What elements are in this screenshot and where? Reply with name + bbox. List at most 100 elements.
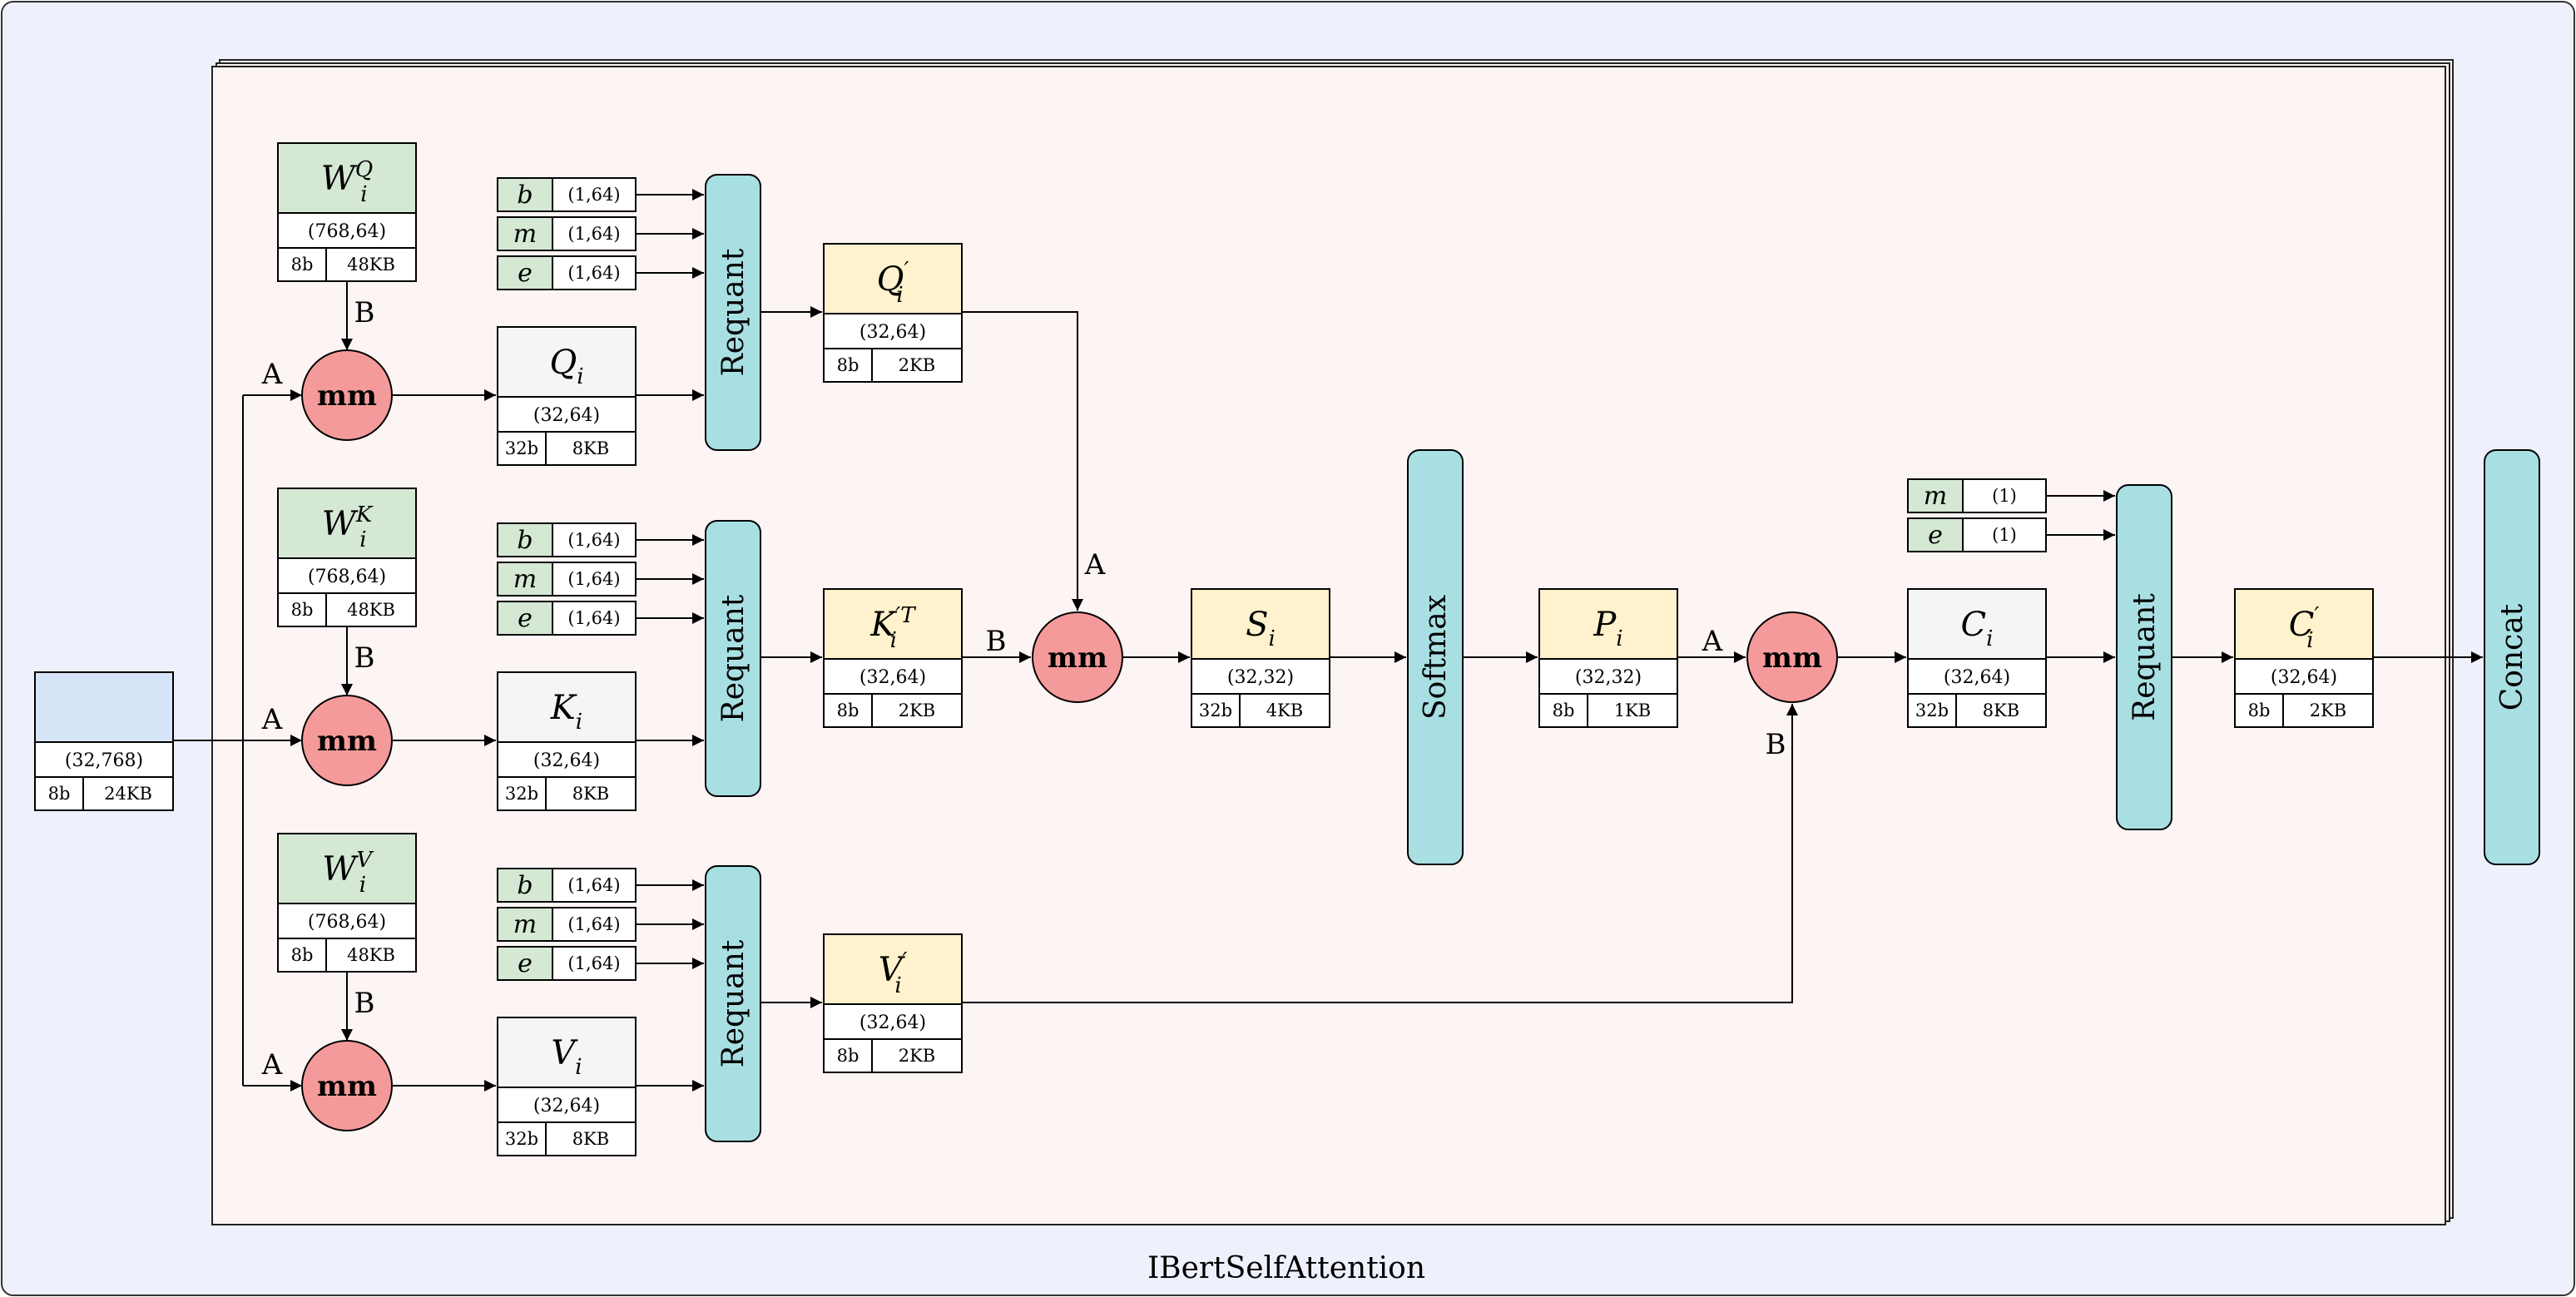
op-label: Requant xyxy=(716,939,751,1067)
tensor-name: C′i xyxy=(2289,603,2320,653)
param-shape: (1,64) xyxy=(567,914,620,934)
tensor-shape: (32,64) xyxy=(533,750,600,771)
tensor-name: Q′i xyxy=(877,258,909,308)
tensor-shape: (32,64) xyxy=(2271,667,2337,688)
requant-k-param-m: m(1,64) xyxy=(497,562,637,597)
tensor-size: 48KB xyxy=(347,255,395,275)
tensor-size: 24KB xyxy=(104,784,152,804)
mm-label: mm xyxy=(317,379,377,413)
tensor-shape: (32,64) xyxy=(859,667,926,688)
tensor-name: Qi xyxy=(549,344,583,389)
tensor-size: 8KB xyxy=(572,438,609,458)
tensor-header xyxy=(823,243,963,314)
tensor-shape: (32,64) xyxy=(1944,667,2010,688)
param-name: m xyxy=(1924,482,1947,511)
tensor-bits: 32b xyxy=(505,438,538,458)
requant-q-param-b: b (1,64) xyxy=(497,177,637,212)
final-param-e: e(1) xyxy=(1907,517,2047,552)
final-param-m: m(1) xyxy=(1907,478,2047,513)
tensor-bits: 8b xyxy=(48,784,71,804)
port-a-v: A xyxy=(261,1048,283,1082)
requant-q-param-e: e(1,64) xyxy=(497,255,637,290)
mm-q-proj: mm xyxy=(301,349,393,441)
param-name: b xyxy=(517,181,533,210)
requant-k-param-b: b(1,64) xyxy=(497,522,637,557)
param-name: m xyxy=(513,910,537,939)
mm-k-proj: mm xyxy=(301,695,393,786)
requant-v-param-m: m (1,64) xyxy=(497,907,637,942)
requant-v-param-b: b(1,64) xyxy=(497,868,637,903)
tensor-shape: (32,32) xyxy=(1575,667,1642,688)
tensor-bits: 32b xyxy=(1199,700,1232,720)
param-shape: (1,64) xyxy=(567,953,620,973)
mm-context: mm xyxy=(1746,611,1838,703)
tensor-size: 8KB xyxy=(1983,700,2019,720)
tensor-header xyxy=(497,1017,637,1088)
requant-v-param-e: e(1,64) xyxy=(497,946,637,981)
q-to-mm-scores xyxy=(962,311,1083,611)
tensor-name: Vi xyxy=(551,1034,582,1080)
concat-op: Concat xyxy=(2484,449,2540,865)
port-a-k: A xyxy=(261,703,283,736)
tensor-name: Ci xyxy=(1961,606,1994,651)
proj-k: Ki (32,64) 32b 8KB xyxy=(497,671,637,811)
tensor-size: 2KB xyxy=(899,1046,935,1066)
tensor-size: 48KB xyxy=(347,945,395,965)
port-b-q: B xyxy=(354,296,375,329)
op-label: Requant xyxy=(716,594,751,722)
port-b-scores: B xyxy=(986,625,1007,658)
param-name: m xyxy=(513,565,537,594)
tensor-size: 4KB xyxy=(1266,700,1303,720)
tensor-bits: 32b xyxy=(505,784,538,804)
tensor-header xyxy=(34,671,174,743)
tensor-bits: 32b xyxy=(1915,700,1949,720)
tensor-bits: 8b xyxy=(1553,700,1575,720)
tensor-bits: 8b xyxy=(837,1046,859,1066)
tensor-shape: (32,768) xyxy=(65,750,143,771)
requant-q: Requant xyxy=(705,174,761,451)
tensor-bits: 8b xyxy=(837,700,859,720)
softmax-op: Softmax xyxy=(1407,449,1464,865)
mm-scores: mm xyxy=(1032,611,1123,703)
tensor-header xyxy=(497,671,637,743)
tensor-header xyxy=(1538,588,1678,660)
port-b-k: B xyxy=(354,641,375,675)
tensor-header xyxy=(277,488,417,559)
tensor-size: 1KB xyxy=(1614,700,1651,720)
param-shape: (1,64) xyxy=(567,224,620,244)
mm-label: mm xyxy=(317,725,377,758)
param-shape: (1,64) xyxy=(567,185,620,205)
tensor-size: 8KB xyxy=(572,784,609,804)
mm-label: mm xyxy=(1762,641,1822,675)
tensor-shape: (32,64) xyxy=(533,405,600,426)
tensor-header xyxy=(2234,588,2374,660)
tensor-size: 48KB xyxy=(347,600,395,620)
input-tensor: (32,768) 8b 24KB xyxy=(34,671,174,811)
context-tensor: Ci (32,64) 32b 8KB xyxy=(1907,588,2047,728)
tensor-header xyxy=(823,933,963,1005)
tensor-header xyxy=(823,588,963,660)
requant-q-param-m: m (1,64) xyxy=(497,216,637,251)
tensor-bits: 32b xyxy=(505,1129,538,1149)
param-name: m xyxy=(513,220,537,249)
tensor-bits: 8b xyxy=(837,355,859,375)
mm-v-proj: mm xyxy=(301,1040,393,1131)
port-b-context: B xyxy=(1766,728,1786,761)
tensor-size: 2KB xyxy=(899,355,935,375)
param-shape: (1,64) xyxy=(567,530,620,550)
op-label: Requant xyxy=(716,248,751,376)
tensor-name: Ki xyxy=(550,689,582,735)
requant-k: Requant xyxy=(705,520,761,797)
param-shape: (1) xyxy=(1992,525,2017,545)
